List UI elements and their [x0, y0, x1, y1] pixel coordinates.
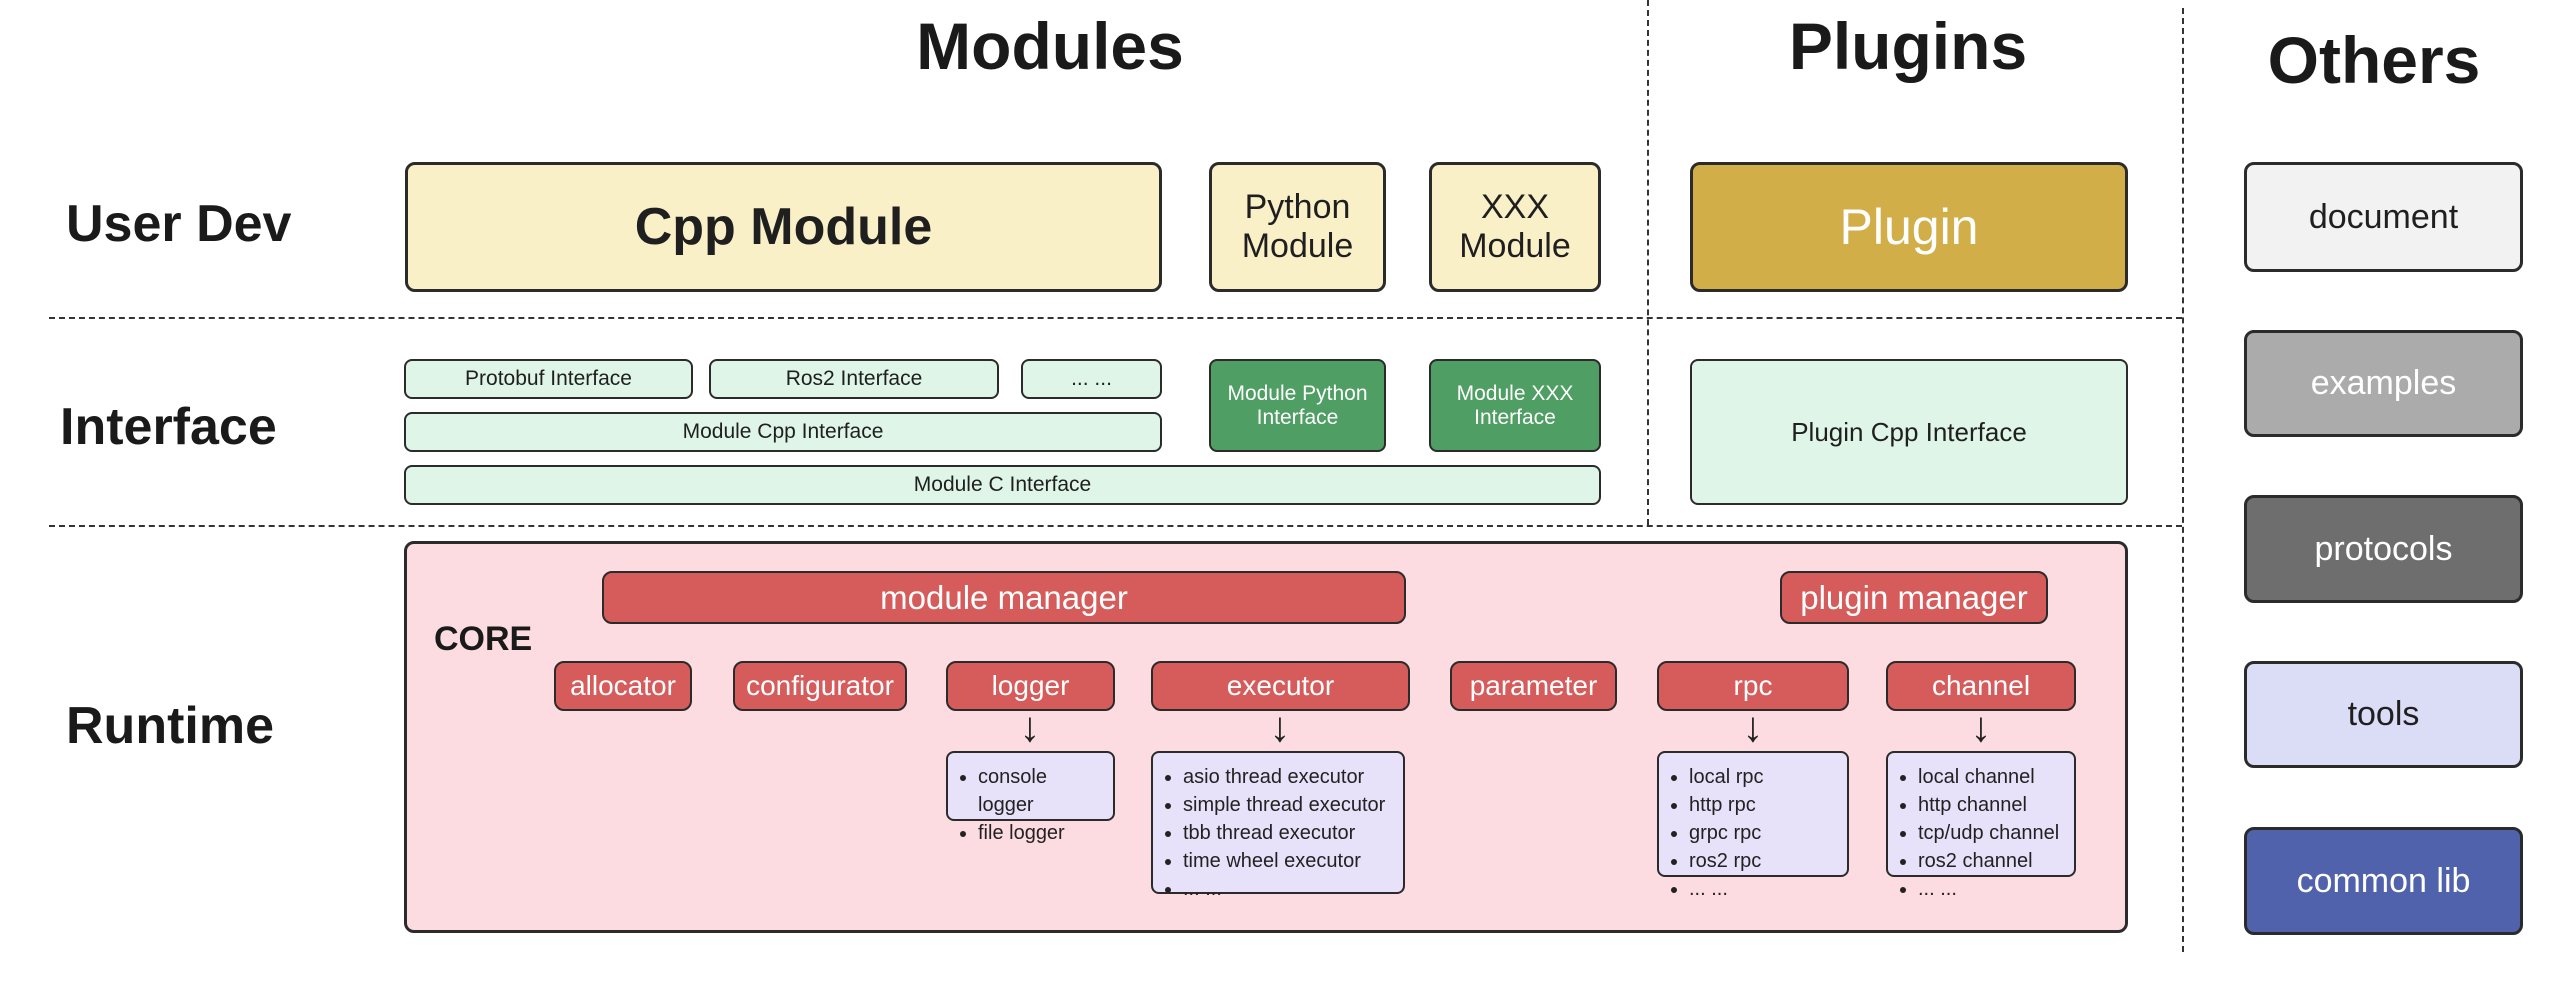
modules-header: Modules: [916, 9, 1184, 83]
channel-box: channel: [1886, 661, 2076, 711]
logger-impl-list: console logger file logger: [948, 763, 1113, 847]
divider-userdev-interface: [49, 317, 2182, 319]
list-item: grpc rpc: [1689, 819, 1841, 847]
list-item: simple thread executor: [1183, 791, 1397, 819]
list-item: http rpc: [1689, 791, 1841, 819]
rpc-down-arrow-icon: ↓: [1742, 703, 1764, 750]
logger-down-arrow-icon: ↓: [1019, 703, 1041, 750]
logger-impl-list-box: console logger file logger: [946, 751, 1115, 844]
configurator-box: configurator: [733, 661, 907, 711]
plugins-header: Plugins: [1788, 9, 2028, 83]
parameter-box: parameter: [1450, 661, 1617, 711]
executor-box: executor: [1151, 661, 1410, 711]
divider-plugins-others: [2182, 8, 2184, 952]
module-xxx-interface-box: Module XXX Interface: [1429, 359, 1601, 452]
others-header: Others: [2267, 23, 2481, 97]
list-item: ros2 channel: [1918, 847, 2068, 875]
list-item: ... ...: [1689, 875, 1841, 903]
list-item: http channel: [1918, 791, 2068, 819]
list-item: local channel: [1918, 763, 2068, 791]
logger-box: logger: [946, 661, 1115, 711]
module-cpp-interface-box: Module Cpp Interface: [404, 412, 1162, 452]
list-item: local rpc: [1689, 763, 1841, 791]
executor-impl-list-box: asio thread executor simple thread execu…: [1151, 751, 1405, 900]
cpp-module-box: Cpp Module: [405, 162, 1162, 292]
ros2-interface-box: Ros2 Interface: [709, 359, 999, 399]
python-module-box: Python Module: [1209, 162, 1386, 292]
executor-down-arrow-icon: ↓: [1269, 703, 1291, 750]
list-item: ros2 rpc: [1689, 847, 1841, 875]
plugin-cpp-interface-box: Plugin Cpp Interface: [1690, 359, 2128, 505]
list-item: asio thread executor: [1183, 763, 1397, 791]
allocator-box: allocator: [554, 661, 692, 711]
others-item-tools: tools: [2244, 661, 2523, 768]
list-item: tbb thread executor: [1183, 819, 1397, 847]
list-item: ... ...: [1918, 875, 2068, 903]
protobuf-interface-box: Protobuf Interface: [404, 359, 693, 399]
list-item: time wheel executor: [1183, 847, 1397, 875]
module-python-interface-box: Module Python Interface: [1209, 359, 1386, 452]
module-c-interface-box: Module C Interface: [404, 465, 1601, 505]
interface-ellipsis-box: ... ...: [1021, 359, 1162, 399]
others-item-document: document: [2244, 162, 2523, 272]
others-item-protocols: protocols: [2244, 495, 2523, 603]
row-label-user-dev: User Dev: [66, 195, 292, 253]
list-item: console logger: [978, 763, 1107, 819]
row-label-runtime: Runtime: [66, 697, 274, 755]
rpc-impl-list-box: local rpc http rpc grpc rpc ros2 rpc ...…: [1657, 751, 1849, 900]
core-label: CORE: [434, 620, 533, 658]
plugin-manager-box: plugin manager: [1780, 571, 2048, 624]
executor-impl-list: asio thread executor simple thread execu…: [1153, 763, 1403, 903]
xxx-module-box: XXX Module: [1429, 162, 1601, 292]
row-label-interface: Interface: [60, 398, 277, 456]
list-item: file logger: [978, 819, 1107, 847]
channel-impl-list: local channel http channel tcp/udp chann…: [1888, 763, 2074, 903]
others-item-common-lib: common lib: [2244, 827, 2523, 935]
rpc-box: rpc: [1657, 661, 1849, 711]
divider-modules-plugins: [1647, 0, 1649, 525]
channel-impl-list-box: local channel http channel tcp/udp chann…: [1886, 751, 2076, 900]
channel-down-arrow-icon: ↓: [1970, 703, 1992, 750]
others-item-examples: examples: [2244, 330, 2523, 437]
list-item: tcp/udp channel: [1918, 819, 2068, 847]
rpc-impl-list: local rpc http rpc grpc rpc ros2 rpc ...…: [1659, 763, 1847, 903]
list-item: ... ...: [1183, 875, 1397, 903]
plugin-box: Plugin: [1690, 162, 2128, 292]
module-manager-box: module manager: [602, 571, 1406, 624]
divider-interface-runtime: [49, 525, 2182, 527]
